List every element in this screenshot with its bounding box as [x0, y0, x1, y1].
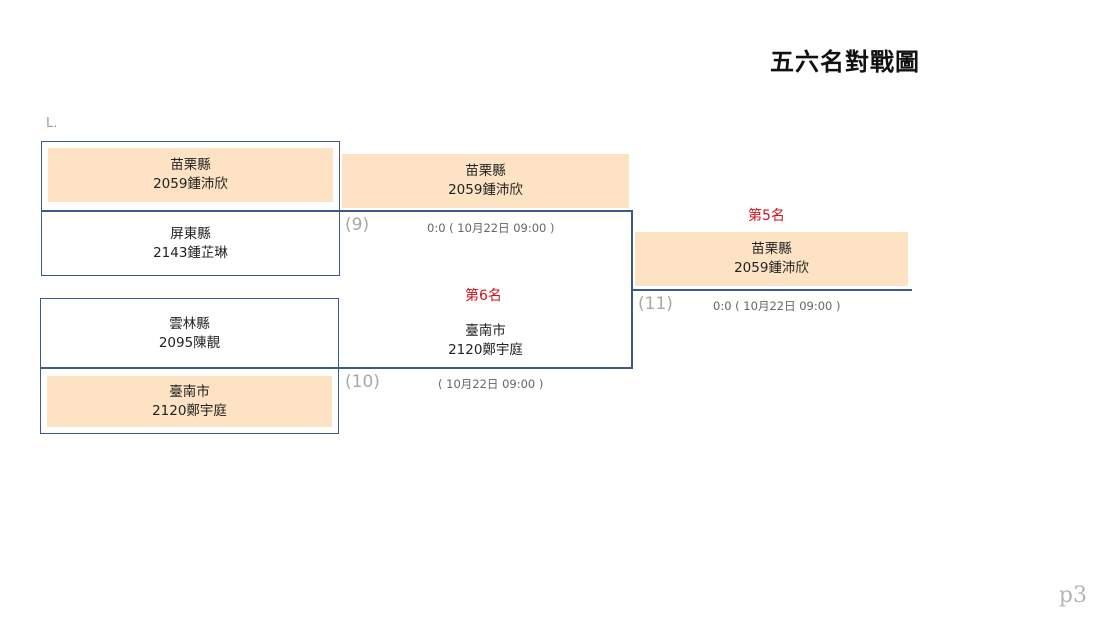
player-name: 2059鍾沛欣	[153, 176, 228, 192]
player-name: 2120鄭宇庭	[152, 402, 227, 419]
match9-number: (9)	[345, 215, 370, 235]
match10-score: ( 10月22日 09:00 )	[438, 377, 544, 391]
round1-group1-box: 苗栗縣 2059鍾沛欣 屏東縣 2143鍾芷琳	[41, 141, 340, 276]
match11-winner-slot[interactable]: 苗栗縣 2059鍾沛欣	[635, 232, 908, 286]
player-name: 2059鍾沛欣	[734, 260, 809, 276]
match10-number: (10)	[345, 372, 380, 392]
match9-line	[339, 210, 633, 212]
match10-line	[339, 367, 633, 369]
player-name: 2095陳靚	[158, 335, 221, 351]
match11-line	[632, 289, 912, 291]
round1-g1-top-slot[interactable]: 苗栗縣 2059鍾沛欣	[48, 148, 333, 202]
round1-g1-bottom-slot[interactable]: 屏東縣 2143鍾芷琳	[48, 218, 333, 270]
match9-score: 0:0 ( 10月22日 09:00 )	[427, 221, 555, 235]
round1-group2-box: 雲林縣 2095陳靚 臺南市 2120鄭宇庭	[40, 298, 339, 434]
county-name: 苗栗縣	[465, 163, 506, 179]
section-label: L.	[46, 116, 58, 131]
match11-score: 0:0 ( 10月22日 09:00 )	[713, 299, 841, 313]
match9-winner-slot[interactable]: 苗栗縣 2059鍾沛欣	[342, 154, 629, 208]
match10-place-label: 第6名	[465, 288, 502, 304]
county-name: 苗栗縣	[170, 157, 211, 173]
match11-place-label: 第5名	[748, 208, 785, 224]
page-number: p3	[1058, 583, 1087, 608]
match11-connector	[631, 210, 633, 368]
slot-divider	[41, 367, 338, 369]
round1-g2-bottom-slot[interactable]: 臺南市 2120鄭宇庭	[47, 376, 332, 427]
county-name: 苗栗縣	[751, 241, 792, 257]
county-name: 臺南市	[465, 323, 506, 339]
match10-slot[interactable]: 臺南市 2120鄭宇庭	[342, 318, 629, 364]
player-name: 2059鍾沛欣	[448, 182, 523, 198]
player-name: 2120鄭宇庭	[448, 342, 523, 358]
page-title: 五六名對戰圖	[770, 48, 920, 76]
county-name: 雲林縣	[169, 316, 210, 332]
county-name: 臺南市	[169, 383, 210, 400]
county-name: 屏東縣	[170, 226, 211, 242]
slot-divider	[42, 210, 339, 212]
match11-number: (11)	[638, 294, 673, 314]
round1-g2-top-slot[interactable]: 雲林縣 2095陳靚	[47, 307, 332, 361]
player-name: 2143鍾芷琳	[153, 245, 228, 261]
